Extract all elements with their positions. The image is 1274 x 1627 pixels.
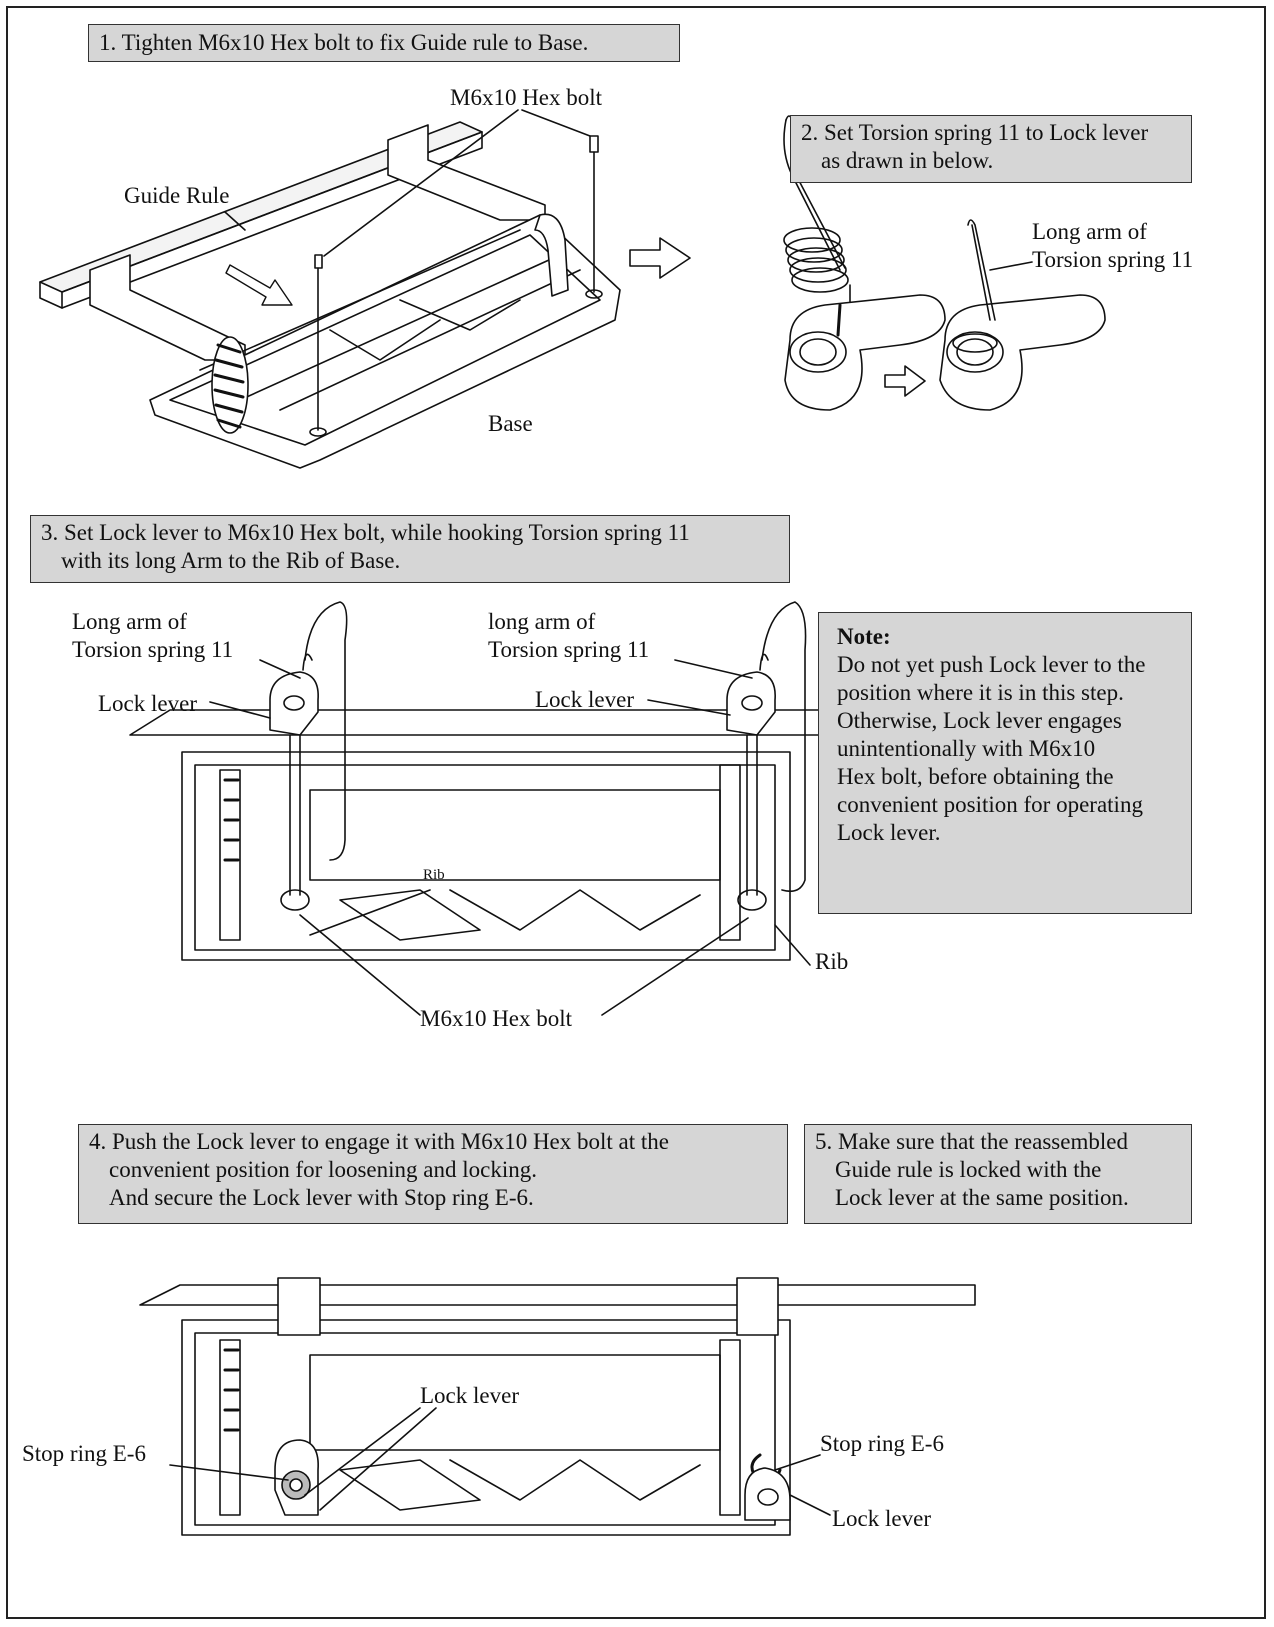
- step5-line2: Guide rule is locked with the: [835, 1157, 1102, 1182]
- step3-line2: with its long Arm to the Rib of Base.: [61, 548, 401, 573]
- long-arm-label: Long arm of: [1032, 219, 1147, 244]
- step2-line1: 2. Set Torsion spring 11 to Lock lever: [801, 120, 1149, 145]
- step3-line1: 3. Set Lock lever to M6x10 Hex bolt, whi…: [41, 520, 690, 545]
- base-label: Base: [488, 411, 533, 436]
- step4-line2: convenient position for loosening and lo…: [109, 1157, 537, 1182]
- stop-ring-right-label: Stop ring E-6: [820, 1431, 944, 1456]
- note-box: Note: Do not yet push Lock lever to the …: [818, 612, 1192, 914]
- rib-label-right: Rib: [815, 949, 849, 974]
- lock-lever-right-label: Lock lever: [535, 687, 634, 712]
- step2-line2: as drawn in below.: [821, 148, 994, 173]
- guide-rule-label: Guide Rule: [124, 183, 230, 208]
- right-arrow-icon: [629, 237, 691, 279]
- note-line: unintentionally with M6x10: [837, 736, 1096, 761]
- step5-box: 5. Make sure that the reassembled Guide …: [804, 1124, 1192, 1224]
- spring-lever-drawing: [783, 115, 1106, 411]
- long-arm-right-label-2: Torsion spring 11: [488, 637, 650, 662]
- base-isometric-drawing: [39, 109, 621, 469]
- note-title: Note:: [837, 624, 891, 649]
- note-line: position where it is in this step.: [837, 680, 1124, 705]
- lock-lever-left-label: Lock lever: [98, 691, 197, 716]
- hex-bolt-label-top: M6x10 Hex bolt: [450, 85, 603, 110]
- step5-line1: 5. Make sure that the reassembled: [815, 1129, 1128, 1154]
- long-arm-right-label-1: long arm of: [488, 609, 596, 634]
- stop-ring-left-label: Stop ring E-6: [22, 1441, 146, 1466]
- long-arm-left-label-2: Torsion spring 11: [72, 637, 234, 662]
- step1-box: 1. Tighten M6x10 Hex bolt to fix Guide r…: [88, 24, 680, 62]
- long-arm-left-label-1: Long arm of: [72, 609, 187, 634]
- front-view-step4: [139, 1277, 976, 1536]
- hex-bolt-label-bottom: M6x10 Hex bolt: [420, 1006, 573, 1031]
- note-line: Lock lever.: [837, 820, 941, 845]
- step5-line3: Lock lever at the same position.: [835, 1185, 1129, 1210]
- step2-box: 2. Set Torsion spring 11 to Lock lever a…: [790, 115, 1192, 183]
- rib-label-small: Rib: [423, 867, 445, 883]
- lock-lever-bottom-right-label: Lock lever: [832, 1506, 931, 1531]
- step4-box: 4. Push the Lock lever to engage it with…: [78, 1124, 788, 1224]
- lock-lever-mid-label: Lock lever: [420, 1383, 519, 1408]
- step4-line3: And secure the Lock lever with Stop ring…: [109, 1185, 534, 1210]
- front-view-step3: [129, 601, 966, 1016]
- step1-text: 1. Tighten M6x10 Hex bolt to fix Guide r…: [99, 30, 589, 55]
- step3-box: 3. Set Lock lever to M6x10 Hex bolt, whi…: [30, 515, 790, 583]
- torsion-spring-label: Torsion spring 11: [1032, 247, 1194, 272]
- page-frame: [6, 6, 1266, 1619]
- note-line: Otherwise, Lock lever engages: [837, 708, 1122, 733]
- note-line: Hex bolt, before obtaining the: [837, 764, 1114, 789]
- note-line: convenient position for operating: [837, 792, 1143, 817]
- note-line: Do not yet push Lock lever to the: [837, 652, 1146, 677]
- step4-line1: 4. Push the Lock lever to engage it with…: [89, 1129, 669, 1154]
